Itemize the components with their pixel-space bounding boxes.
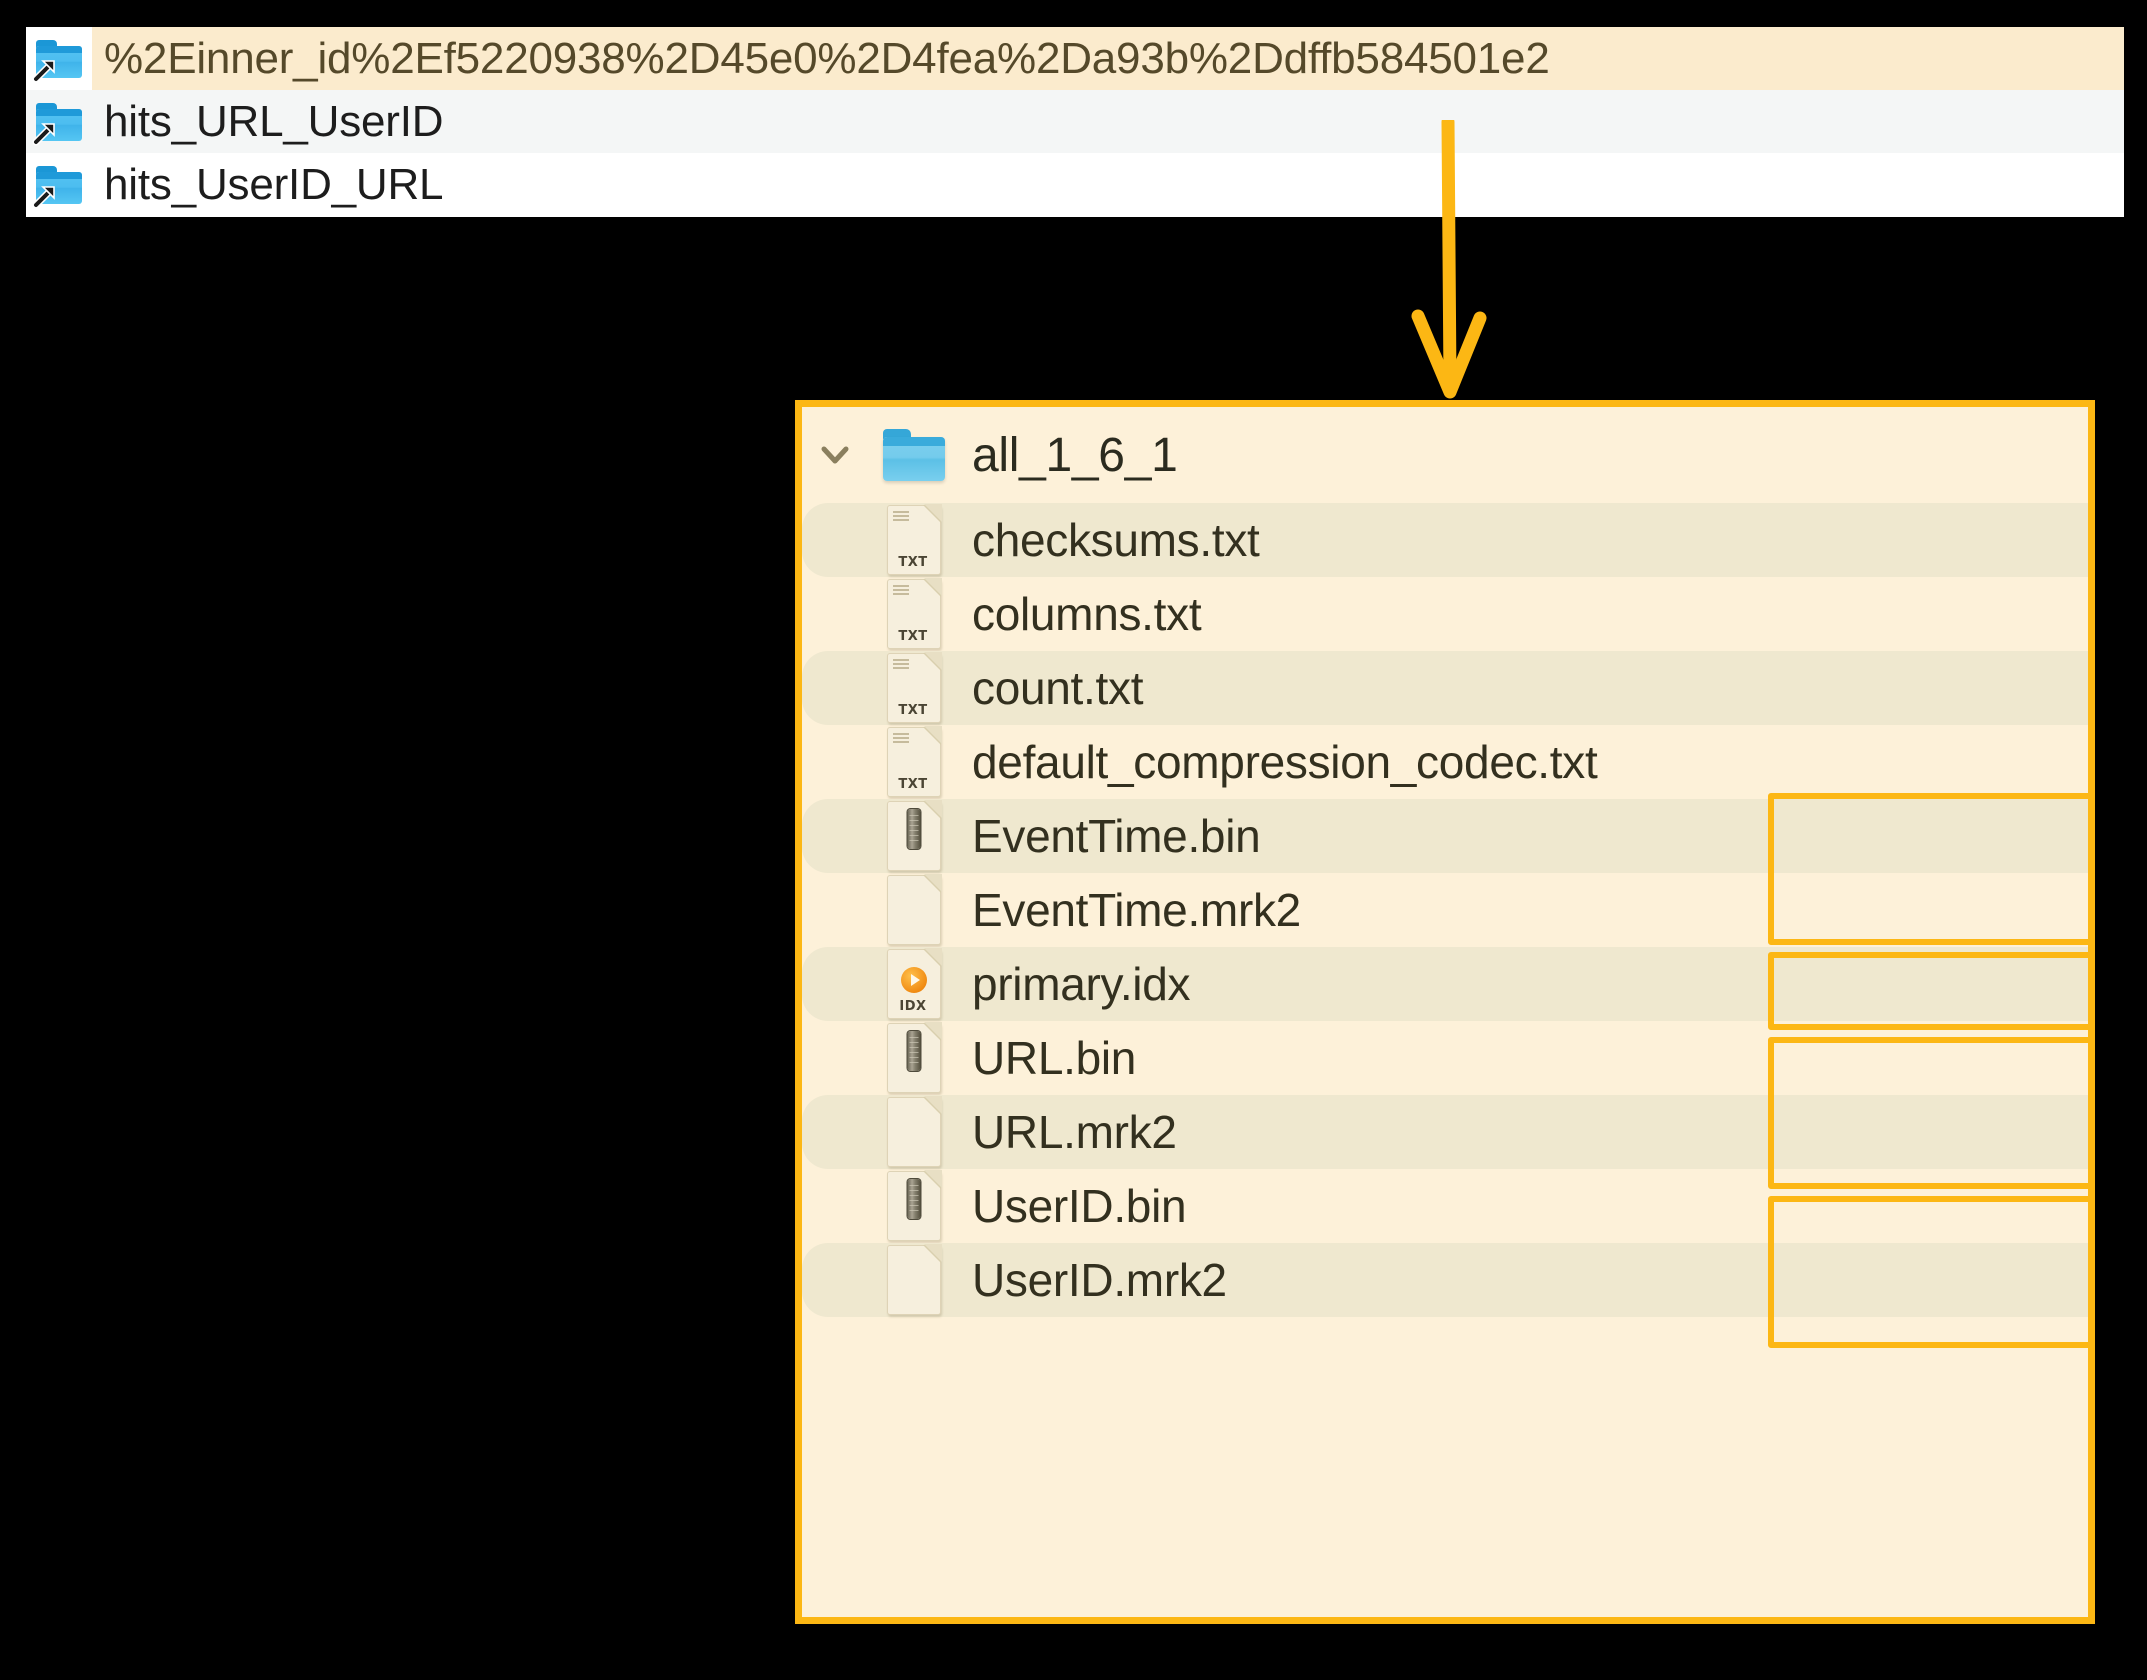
blank-file-icon (868, 1096, 960, 1167)
tree-item-row[interactable]: UserID.bin (802, 1169, 2088, 1243)
tree-item-label: UserID.mrk2 (972, 1254, 1227, 1306)
tree-item-label: URL.bin (972, 1032, 1137, 1084)
bin-file-icon (868, 1022, 960, 1093)
folder-alias-icon (26, 39, 92, 82)
list-item-label: %2Einner_id%2Ef5220938%2D45e0%2D4fea%2Da… (92, 27, 2124, 90)
list-item[interactable]: hits_UserID_URL (26, 153, 2124, 216)
txt-file-icon: TXT (868, 726, 960, 797)
file-icon-label: TXT (898, 629, 928, 644)
folder-icon (868, 429, 960, 481)
folder-alias-icon (26, 102, 92, 145)
down-arrow-connector (1411, 120, 1487, 399)
file-icon-label: TXT (898, 777, 928, 792)
bin-file-icon (868, 800, 960, 871)
tree-item-row[interactable]: URL.mrk2 (802, 1095, 2088, 1169)
tree-item-row[interactable]: EventTime.mrk2 (802, 873, 2088, 947)
file-icon-label: IDX (899, 999, 927, 1014)
tree-root-row[interactable]: all_1_6_1 (802, 407, 2088, 503)
tree-root-label: all_1_6_1 (972, 428, 1178, 482)
idx-file-icon: IDX (868, 948, 960, 1019)
file-icon-label: TXT (898, 555, 928, 570)
tree-item-row[interactable]: URL.bin (802, 1021, 2088, 1095)
tree-item-label: EventTime.bin (972, 810, 1261, 862)
folder-alias-icon (26, 165, 92, 208)
tree-item-label: URL.mrk2 (972, 1106, 1177, 1158)
tree-item-label: checksums.txt (972, 514, 1260, 566)
bin-file-icon (868, 1170, 960, 1241)
tree-item-label: EventTime.mrk2 (972, 884, 1301, 936)
file-list-panel: %2Einner_id%2Ef5220938%2D45e0%2D4fea%2Da… (26, 27, 2124, 217)
alias-arrow-icon (32, 122, 55, 145)
blank-file-icon (868, 874, 960, 945)
tree-item-label: primary.idx (972, 958, 1191, 1010)
tree-item-row[interactable]: TXT columns.txt (802, 577, 2088, 651)
tree-item-label: default_compression_codec.txt (972, 736, 1598, 788)
txt-file-icon: TXT (868, 504, 960, 575)
expanded-folder-panel: all_1_6_1 TXT checksums.txt TXT columns.… (795, 400, 2095, 1624)
tree-item-row[interactable]: TXT count.txt (802, 651, 2088, 725)
alias-arrow-icon (32, 59, 55, 82)
list-item-label: hits_UserID_URL (104, 159, 444, 209)
tree-item-label: UserID.bin (972, 1180, 1187, 1232)
alias-arrow-icon (32, 185, 55, 208)
file-icon-label: TXT (898, 703, 928, 718)
list-item[interactable]: hits_URL_UserID (26, 90, 2124, 153)
tree-item-row[interactable]: EventTime.bin (802, 799, 2088, 873)
list-item-label: hits_URL_UserID (104, 96, 444, 146)
tree-item-label: count.txt (972, 662, 1144, 714)
tree-item-row[interactable]: UserID.mrk2 (802, 1243, 2088, 1317)
txt-file-icon: TXT (868, 578, 960, 649)
list-item[interactable]: %2Einner_id%2Ef5220938%2D45e0%2D4fea%2Da… (26, 27, 2124, 90)
chevron-down-icon[interactable] (802, 436, 868, 474)
blank-file-icon (868, 1244, 960, 1315)
tree-item-row[interactable]: TXT default_compression_codec.txt (802, 725, 2088, 799)
tree-item-label: columns.txt (972, 588, 1202, 640)
tree-item-row[interactable]: IDX primary.idx (802, 947, 2088, 1021)
txt-file-icon: TXT (868, 652, 960, 723)
tree-item-row[interactable]: TXT checksums.txt (802, 503, 2088, 577)
